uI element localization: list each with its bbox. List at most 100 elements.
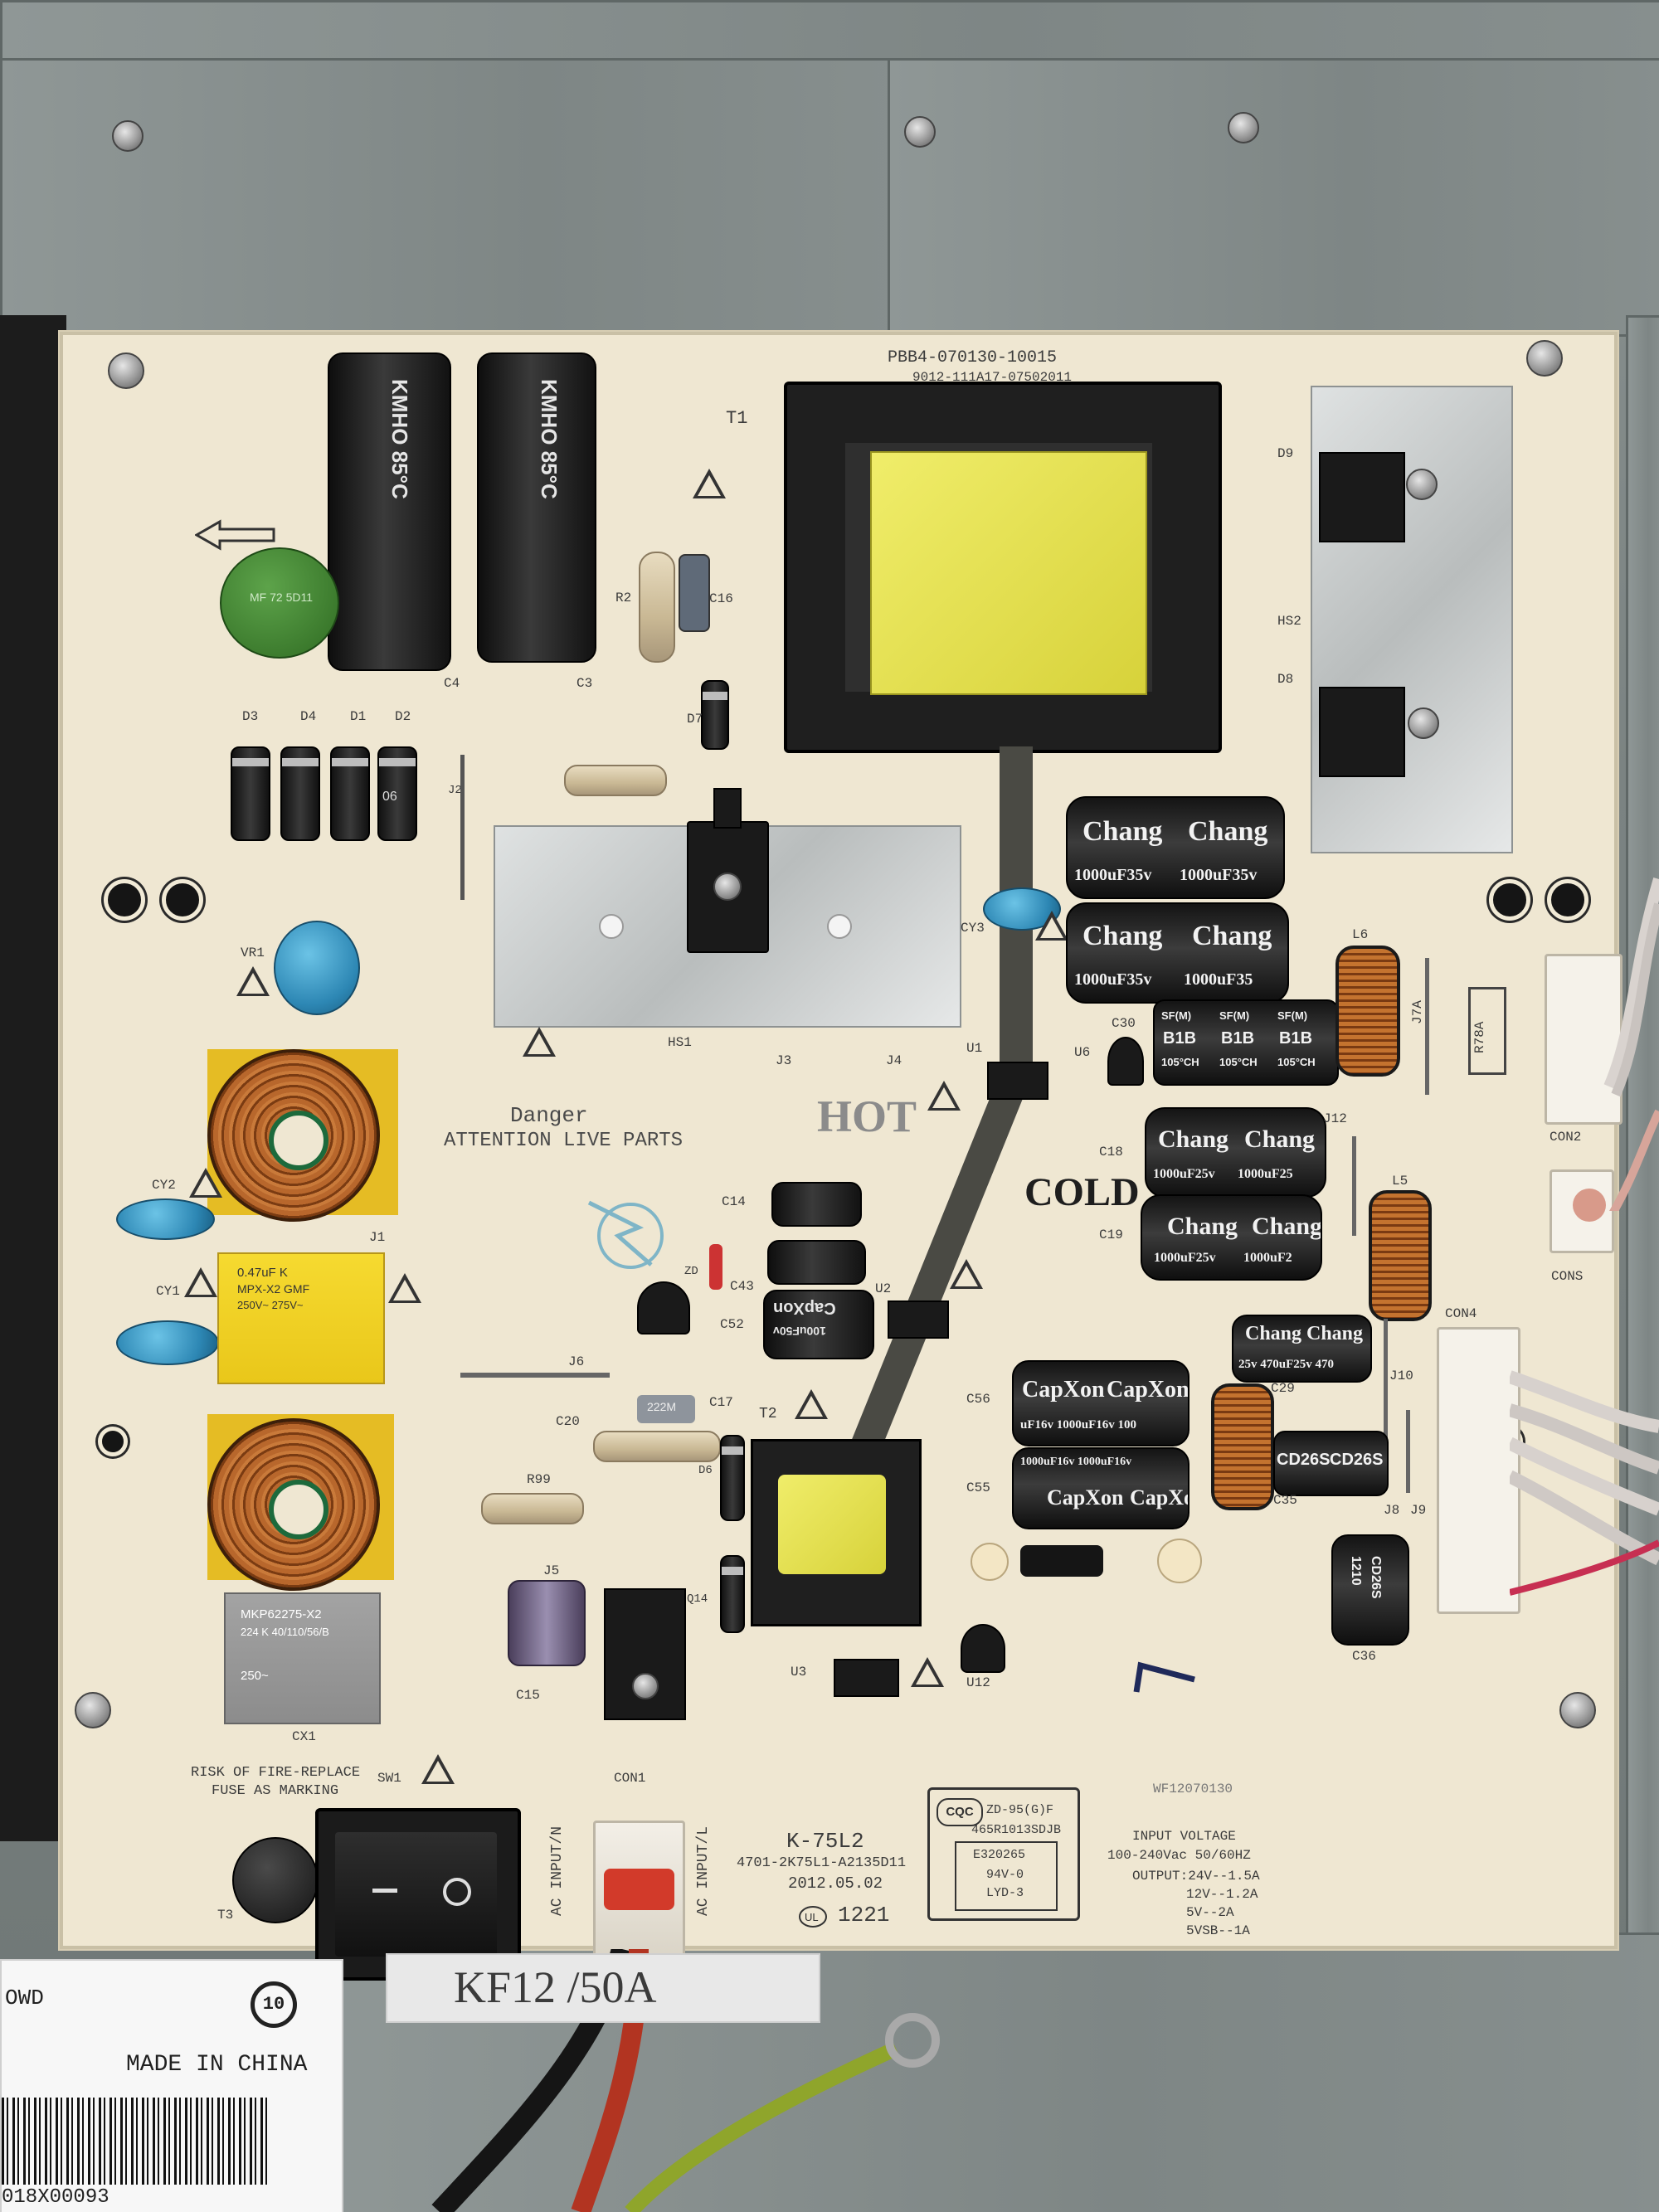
ferrite-bead	[1157, 1539, 1202, 1583]
wire-harness-right	[1603, 877, 1659, 1211]
refdes-c56: C56	[966, 1392, 990, 1407]
sf-marking: B1B	[1221, 1029, 1255, 1048]
common-mode-choke-bottom	[207, 1418, 380, 1591]
chassis-screw	[1228, 112, 1259, 143]
capacitor-marking: KMHO 85°C	[387, 379, 412, 499]
chang-value: 1000uF25v	[1154, 1251, 1216, 1265]
ac-input-connector-con1[interactable]	[593, 1821, 685, 1971]
pcb-screw	[75, 1692, 111, 1728]
optocoupler-u1	[987, 1062, 1048, 1100]
jumper-j10	[1384, 1319, 1388, 1443]
sticker-made-in: MADE IN CHINA	[126, 2052, 308, 2078]
screw-icon	[632, 1673, 659, 1699]
refdes-d8: D8	[1277, 672, 1294, 687]
transistor	[637, 1281, 690, 1334]
refdes-c4: C4	[444, 676, 460, 691]
cert-line: ZD-95(G)F	[986, 1803, 1054, 1817]
refdes-c52: C52	[720, 1317, 744, 1332]
refdes-d2: D2	[395, 709, 411, 724]
input-voltage-range: 100-240Vac 50/60HZ	[1107, 1848, 1251, 1863]
cx1-line-3: 250~	[241, 1669, 269, 1683]
optocoupler-u2	[888, 1300, 949, 1339]
capacitor-c17: 222M	[637, 1395, 695, 1423]
x2-cap-line-2: MPX-X2 GMF	[237, 1282, 310, 1296]
resistor	[564, 765, 667, 796]
refdes-c20: C20	[556, 1414, 580, 1429]
warning-triangle-icon	[236, 966, 270, 996]
jumper-j9	[1406, 1410, 1410, 1493]
refdes-j8: J8	[1384, 1503, 1400, 1518]
chang-marking: Chang	[1167, 1213, 1238, 1240]
ac-input-l: AC INPUT/L	[695, 1826, 712, 1916]
refdes-c19: C19	[1099, 1228, 1123, 1242]
pen-mark	[1133, 1661, 1195, 1693]
cx1-line-2: 224 K 40/110/56/B	[241, 1626, 329, 1638]
capacitor-c43	[767, 1240, 866, 1285]
warning-triangle-icon	[421, 1754, 455, 1784]
warning-triangle-icon	[1035, 911, 1068, 941]
jumper	[1352, 1136, 1356, 1236]
refdes-j7a: J7A	[1410, 1000, 1425, 1024]
refdes-d4: D4	[300, 709, 317, 724]
sticker-circle: 10	[251, 1981, 297, 2028]
transistor	[713, 788, 742, 829]
sf-marking: 105°CH	[1161, 1056, 1199, 1068]
chang-value: 1000uF25v	[1153, 1167, 1215, 1181]
jumper-j2	[460, 755, 465, 900]
x2-capacitor-yellow: 0.47uF K MPX-X2 GMF 250V~ 275V~	[217, 1252, 385, 1384]
refdes-j10: J10	[1389, 1369, 1413, 1383]
y-capacitor-cy3	[983, 887, 1061, 931]
board-date-code: 1221	[838, 1903, 890, 1928]
bulk-capacitor-c3: KMHO 85°C	[477, 352, 596, 663]
refdes-l6: L6	[1352, 927, 1369, 942]
refdes-cy3: CY3	[961, 921, 985, 936]
electrostatic-sensitive-icon	[587, 1200, 664, 1269]
output-spec: 5VSB--1A	[1186, 1923, 1250, 1938]
connector-cons[interactable]	[1550, 1169, 1614, 1253]
sf-marking: 105°CH	[1219, 1056, 1258, 1068]
refdes-hs2: HS2	[1277, 614, 1301, 629]
transformer-t1	[784, 382, 1222, 753]
warning-triangle-icon	[950, 1259, 983, 1289]
chang-marking: Chang	[1082, 816, 1163, 847]
x2-capacitor-cx1: MKP62275-X2 224 K 40/110/56/B 250~	[224, 1592, 381, 1724]
refdes-j1: J1	[369, 1230, 386, 1245]
inductor-l6	[1335, 946, 1400, 1077]
mounting-hole	[162, 879, 203, 921]
chang-value: 1000uF35v	[1074, 866, 1152, 884]
sf-marking: 105°CH	[1277, 1056, 1316, 1068]
refdes-r2: R2	[615, 591, 632, 605]
refdes-c43: C43	[730, 1279, 754, 1294]
hot-label: HOT	[817, 1091, 917, 1141]
refdes-cx1: CX1	[292, 1729, 316, 1744]
switch-rocker-icon	[335, 1832, 497, 1957]
chang-marking: Chang	[1245, 1323, 1302, 1344]
warning-triangle-icon	[184, 1267, 217, 1297]
power-switch-sw1[interactable]	[315, 1808, 521, 1981]
refdes-d6: D6	[698, 1464, 713, 1477]
output-connector-con4[interactable]	[1437, 1327, 1520, 1614]
screw-icon	[1408, 707, 1439, 739]
refdes-c36: C36	[1352, 1649, 1376, 1664]
warning-triangle-icon	[189, 1168, 222, 1198]
refdes-cy2: CY2	[152, 1178, 176, 1193]
diode	[1020, 1545, 1103, 1577]
mounting-hole	[98, 1427, 128, 1456]
barcode	[2, 2098, 267, 2185]
refdes-sw1: SW1	[377, 1771, 401, 1786]
refdes-cons: CONS	[1551, 1269, 1584, 1284]
chassis-screw	[904, 116, 936, 148]
refdes-t1: T1	[726, 408, 748, 429]
output-connector-con2[interactable]	[1545, 954, 1623, 1125]
refdes-j4: J4	[886, 1053, 902, 1068]
danger-title: Danger	[510, 1103, 588, 1128]
chassis-panel-left	[0, 58, 901, 337]
sf-marking: SF(M)	[1219, 1009, 1250, 1022]
c17-marking: 222M	[647, 1400, 677, 1413]
refdes-u3: U3	[791, 1665, 807, 1680]
capxon-values: uF16v 1000uF16v 100	[1020, 1418, 1137, 1432]
capacitor-c56: CapXon CapXon uF16v 1000uF16v 100	[1012, 1360, 1190, 1446]
kf-label-text: KF12 /50A	[454, 1962, 657, 2012]
rectifier-diode-d1	[330, 746, 370, 841]
refdes-j6: J6	[568, 1354, 585, 1369]
